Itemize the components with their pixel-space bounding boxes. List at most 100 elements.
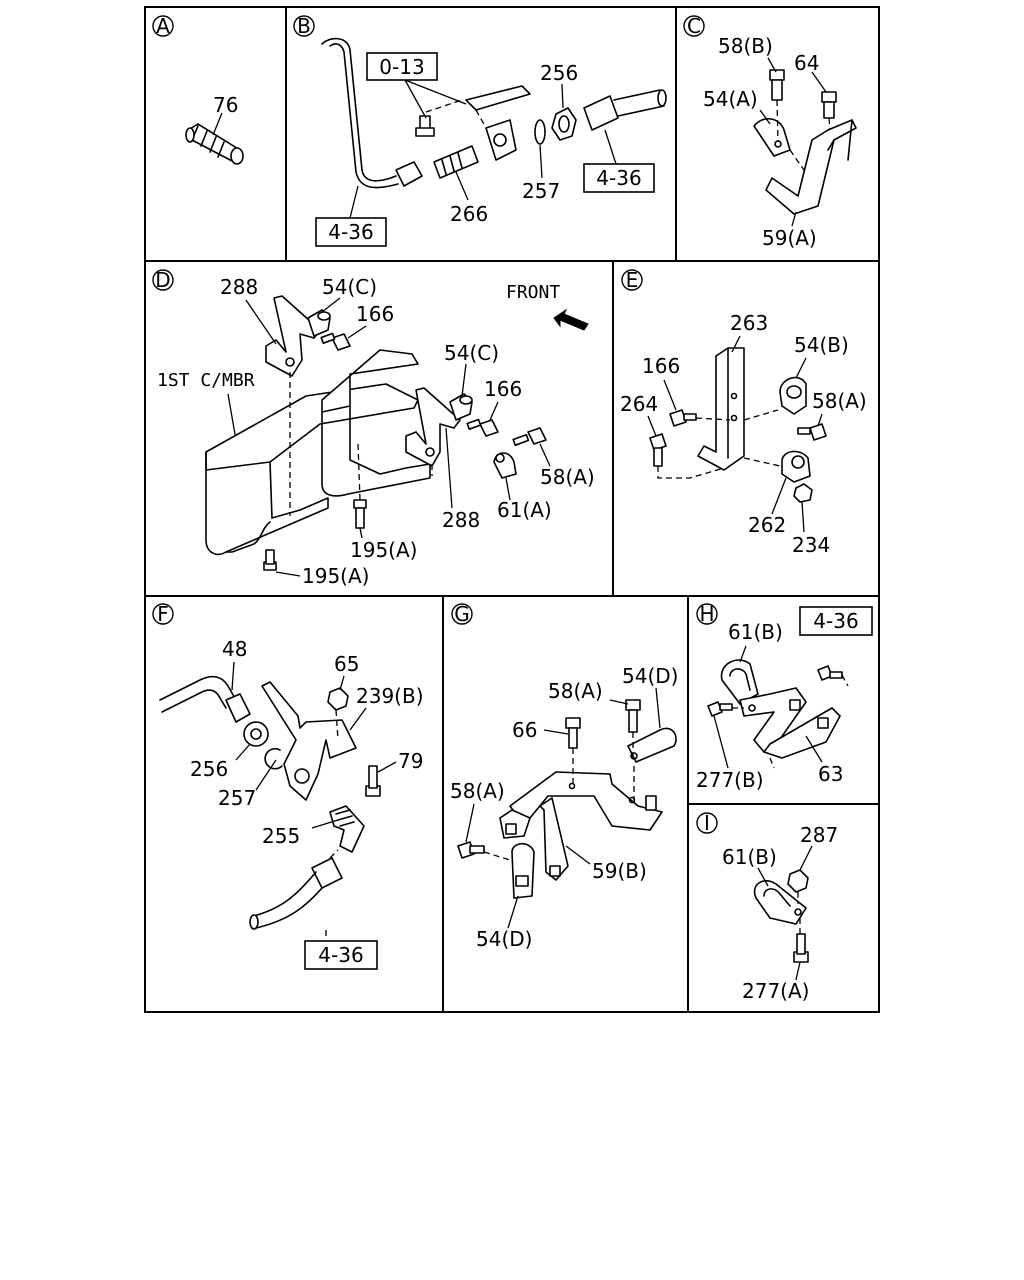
label-166-mid: 166 xyxy=(484,377,522,401)
panel-g: G xyxy=(450,602,678,951)
ref-box-4-36-bottom: 4-36 xyxy=(315,217,387,247)
bolt-0-13-icon xyxy=(415,115,435,137)
label-195a-lower: 195(A) xyxy=(302,564,369,588)
panel-e: E 263 xyxy=(620,268,867,557)
connector-255-icon xyxy=(329,805,365,853)
label-58a-left: 58(A) xyxy=(450,779,505,803)
bolt-79-icon xyxy=(365,765,381,797)
svg-text:F: F xyxy=(157,602,169,626)
nut-256-icon xyxy=(551,107,577,141)
label-239b: 239(B) xyxy=(356,684,424,708)
svg-text:D: D xyxy=(155,268,170,292)
label-54d-bottom: 54(D) xyxy=(476,927,532,951)
label-63: 63 xyxy=(818,762,843,786)
pipe-48-icon xyxy=(159,675,251,723)
label-61b: 61(B) xyxy=(722,845,777,869)
clip-61b-icon xyxy=(720,659,759,705)
label-257: 257 xyxy=(522,179,560,203)
label-166-top: 166 xyxy=(356,302,394,326)
svg-text:4-36: 4-36 xyxy=(813,609,858,633)
bolt-58a-icon-e xyxy=(797,423,827,441)
svg-text:B: B xyxy=(297,14,311,38)
connector-266-icon xyxy=(433,145,479,179)
label-79: 79 xyxy=(398,749,423,773)
bracket-239b-icon xyxy=(261,681,357,801)
label-54a: 54(A) xyxy=(703,87,758,111)
label-257: 257 xyxy=(218,786,256,810)
bolt-58a-left-icon xyxy=(457,841,485,859)
bolt-64-icon xyxy=(821,91,837,119)
panel-letter-d: D xyxy=(152,268,174,292)
label-256: 256 xyxy=(190,757,228,781)
bolt-4-36-icon xyxy=(817,665,843,681)
label-76: 76 xyxy=(213,93,238,117)
label-58a: 58(A) xyxy=(812,389,867,413)
panel-f: F xyxy=(152,602,424,970)
bolt-195a-lower-icon xyxy=(263,549,277,571)
svg-text:E: E xyxy=(626,268,639,292)
clamp-54b-icon xyxy=(779,376,807,415)
svg-text:G: G xyxy=(454,602,470,626)
panel-letter-g: G xyxy=(451,602,473,626)
panel-h: H 4-36 61(B) 277(B) 63 xyxy=(696,602,873,792)
clamp-262-icon xyxy=(781,450,811,483)
svg-text:C: C xyxy=(687,14,701,38)
label-54c-top: 54(C) xyxy=(322,275,377,299)
label-58b: 58(B) xyxy=(718,34,773,58)
svg-text:H: H xyxy=(699,602,714,626)
label-266: 266 xyxy=(450,202,488,226)
panel-c: C 58(B) 64 54(A) 59(A) xyxy=(683,14,857,250)
cross-member-left-icon xyxy=(205,383,419,556)
panel-letter-a: A xyxy=(152,14,174,38)
label-288-top: 288 xyxy=(220,275,258,299)
panel-letter-b: B xyxy=(293,14,315,38)
label-264: 264 xyxy=(620,392,658,416)
panel-letter-i: I xyxy=(696,811,718,835)
label-59a: 59(A) xyxy=(762,226,817,250)
bolt-195a-upper-icon xyxy=(353,499,367,529)
panel-d: D FRONT 1ST C/MBR xyxy=(152,268,595,588)
front-note: FRONT xyxy=(506,282,560,303)
panel-a: A 76 xyxy=(152,14,244,165)
ref-box-4-36-right: 4-36 xyxy=(583,163,655,193)
hose-end-icon xyxy=(583,89,667,131)
bolt-58b-icon xyxy=(769,69,785,101)
bracket-63-icon xyxy=(739,687,841,759)
bolt-264-icon xyxy=(649,433,667,467)
label-58a: 58(A) xyxy=(540,465,595,489)
label-256: 256 xyxy=(540,61,578,85)
label-59b: 59(B) xyxy=(592,859,647,883)
bracket-59a-icon xyxy=(765,119,857,215)
washer-257-icon xyxy=(534,119,546,145)
label-288-bottom: 288 xyxy=(442,508,480,532)
label-66: 66 xyxy=(512,718,537,742)
cross-member-right-icon xyxy=(321,349,431,497)
label-277a: 277(A) xyxy=(742,979,809,1003)
clip-54a-icon xyxy=(753,118,791,157)
label-58a-top: 58(A) xyxy=(548,679,603,703)
ref-box-4-36-f: 4-36 xyxy=(304,940,378,970)
nut-65-icon xyxy=(327,687,349,711)
fuel-pipe-icon xyxy=(321,37,423,189)
bolt-166-mid-icon xyxy=(466,418,499,437)
clamp-54d-top-icon xyxy=(627,727,677,763)
panel-letter-f: F xyxy=(152,602,174,626)
bracket-263-icon xyxy=(697,347,745,471)
label-54d-top: 54(D) xyxy=(622,664,678,688)
clip-61a-icon xyxy=(493,452,517,479)
washer-257-icon-f xyxy=(264,747,283,770)
nut-g-icon xyxy=(645,795,657,811)
label-54b: 54(B) xyxy=(794,333,849,357)
panel-i: I 61(B) 287 277(A) xyxy=(696,811,838,1003)
svg-text:0-13: 0-13 xyxy=(379,55,424,79)
ref-box-0-13: 0-13 xyxy=(366,52,438,81)
bolt-66-icon xyxy=(565,717,581,749)
svg-text:4-36: 4-36 xyxy=(318,943,363,967)
label-48: 48 xyxy=(222,637,247,661)
label-61b: 61(B) xyxy=(728,620,783,644)
bracket-plate-icon xyxy=(465,85,531,161)
bracket-288-top-icon xyxy=(265,295,321,377)
label-287: 287 xyxy=(800,823,838,847)
clip-61b-icon-i xyxy=(753,880,807,925)
label-54c-mid: 54(C) xyxy=(444,341,499,365)
